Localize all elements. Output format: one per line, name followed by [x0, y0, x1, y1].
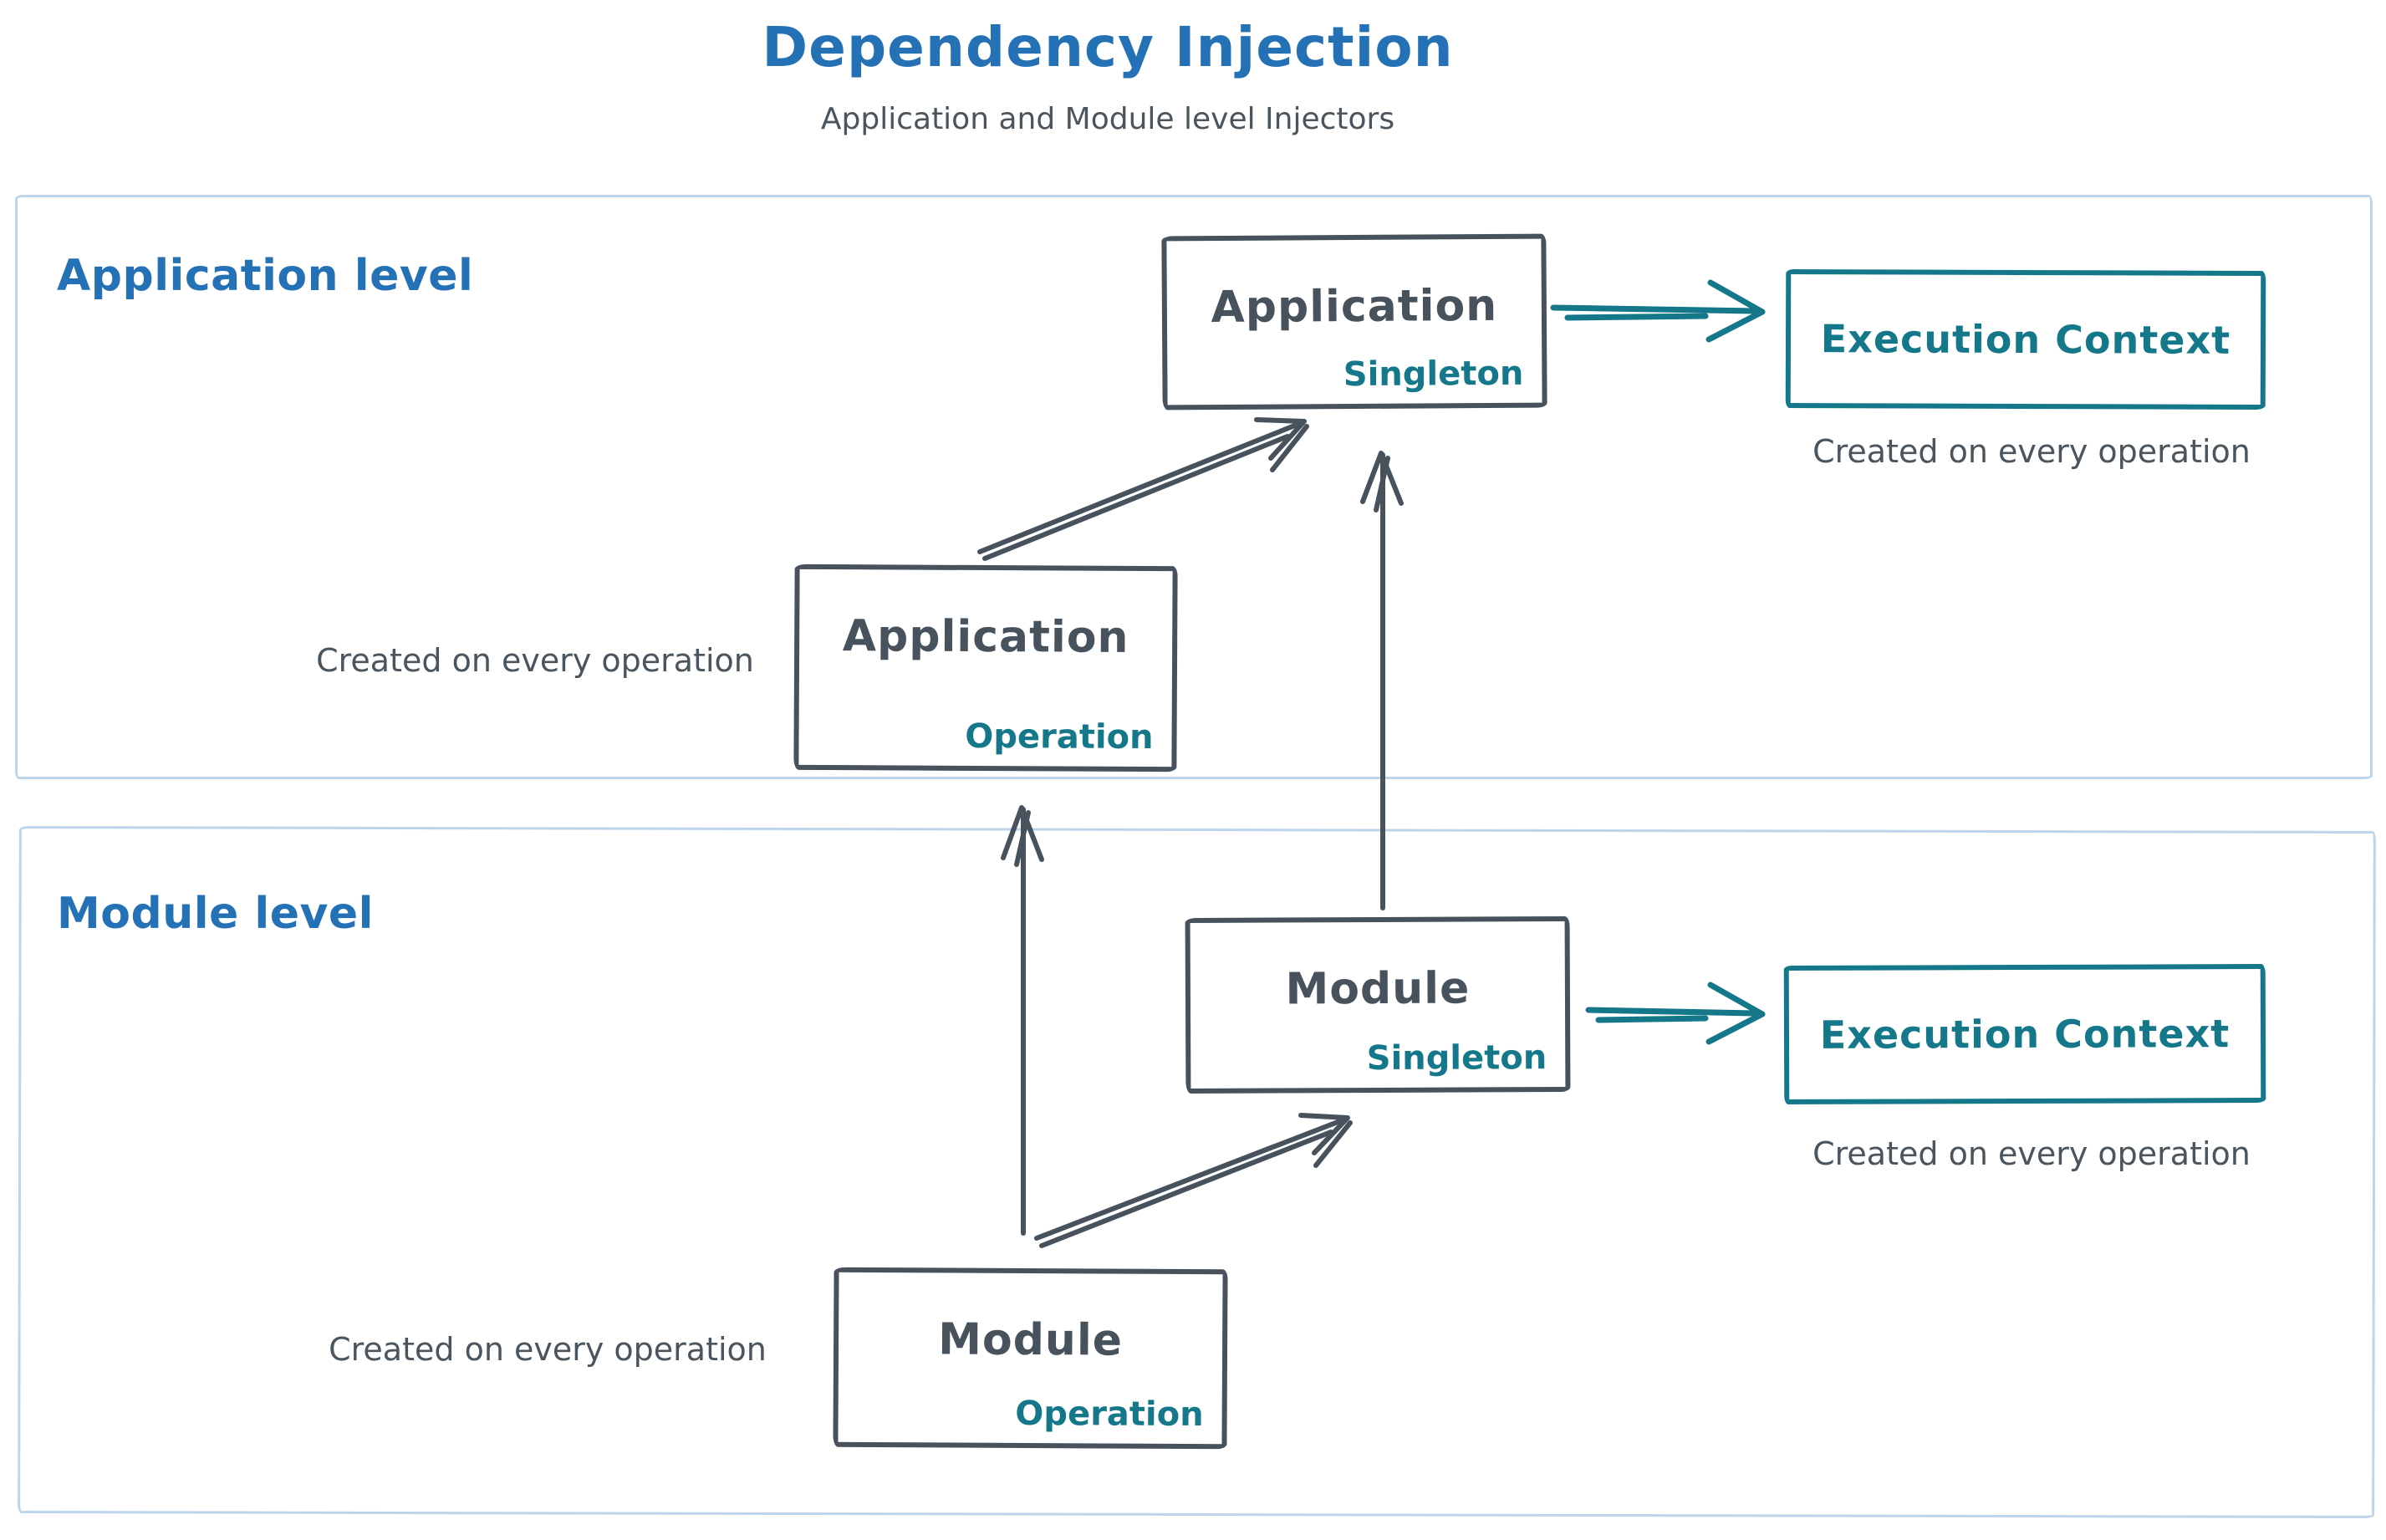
module-singleton-box: Module Singleton	[1185, 915, 1571, 1094]
application-level-label: Application level	[57, 251, 474, 301]
application-execution-context-note: Created on every operation	[1812, 433, 2251, 470]
module-operation-box: Module Operation	[833, 1267, 1228, 1450]
application-singleton-title: Application	[1211, 280, 1498, 334]
page-title: Dependency Injection	[762, 15, 1454, 79]
page-subtitle: Application and Module level Injectors	[820, 102, 1395, 136]
module-execution-context-box: Execution Context	[1783, 963, 2266, 1105]
application-execution-context-label: Execution Context	[1820, 316, 2231, 363]
module-operation-scope: Operation	[1015, 1394, 1204, 1435]
module-operation-note: Created on every operation	[329, 1331, 767, 1368]
application-operation-box: Application Operation	[793, 563, 1178, 773]
application-operation-scope: Operation	[965, 716, 1154, 757]
module-singleton-scope: Singleton	[1366, 1038, 1547, 1079]
application-execution-context-box: Execution Context	[1785, 268, 2266, 410]
module-singleton-title: Module	[1285, 963, 1471, 1015]
application-level-container	[15, 195, 2373, 779]
module-level-label: Module level	[57, 889, 374, 939]
module-execution-context-label: Execution Context	[1819, 1011, 2231, 1058]
module-execution-context-note: Created on every operation	[1812, 1135, 2251, 1172]
application-singleton-box: Application Singleton	[1161, 233, 1547, 410]
application-operation-title: Application	[842, 611, 1129, 663]
module-operation-title: Module	[938, 1314, 1124, 1366]
application-operation-note: Created on every operation	[316, 642, 754, 679]
application-singleton-scope: Singleton	[1343, 354, 1524, 395]
